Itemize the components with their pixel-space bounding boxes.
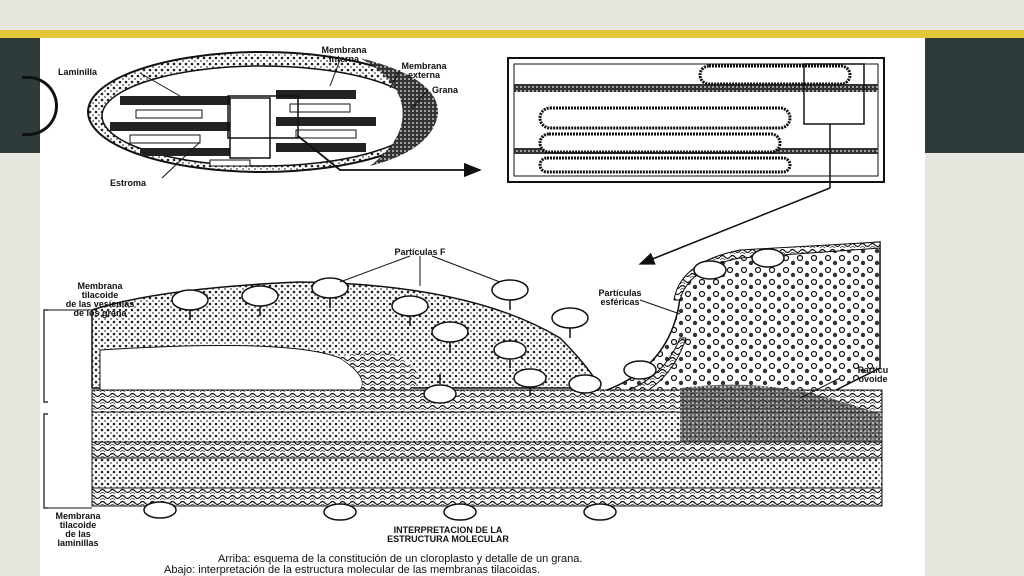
grana-detail [507,57,885,265]
diagram-image: Laminilla Membrana interna Membrana exte… [40,38,925,576]
caption-line-2: Abajo: interpretación de la estructura m… [164,564,541,576]
label-membrana-interna: Membrana interna [321,45,367,64]
label-estroma: Estroma [110,178,147,188]
chloroplast-figure [43,51,885,521]
label-grana: Grana [432,85,459,95]
right-dark-panel [925,38,1024,153]
label-particula-ovoide: Partícu ovoide [857,365,889,384]
molecular-structure [43,241,883,521]
label-membrana-externa: Membrana externa [401,61,447,80]
label-membrana-tilacoide-laminillas: Membrana tilacoide de las laminillas [55,511,101,548]
label-laminilla: Laminilla [58,67,98,77]
chloroplast-schematic [87,51,482,179]
slide-top-band [0,0,1024,30]
accent-rule [0,30,1024,38]
caption-line-1: Arriba: esquema de la constitución de un… [218,553,583,565]
label-interpretacion: INTERPRETACION DE LA ESTRUCTURA MOLECULA… [387,525,509,544]
label-particulas-f: Partículas F [394,247,446,257]
label-particulas-esfericas: Partículas esféricas [598,288,642,307]
label-membrana-tilacoide-grana: Membrana tilacoide de las vesículas de l… [65,281,135,318]
